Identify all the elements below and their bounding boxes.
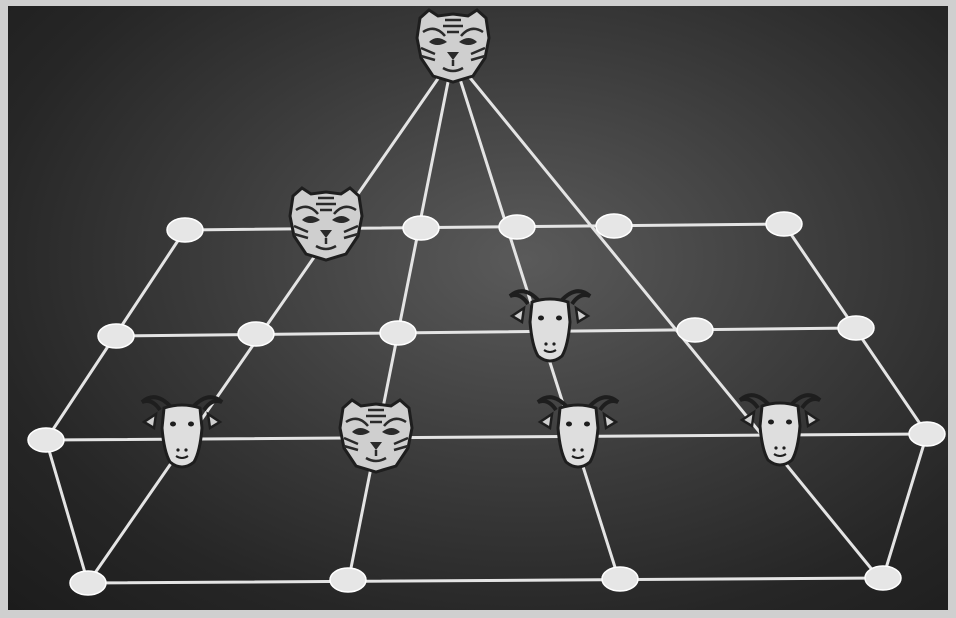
goat-piece[interactable] bbox=[740, 395, 820, 465]
tiger-piece[interactable] bbox=[417, 10, 489, 82]
tiger-piece[interactable] bbox=[340, 400, 412, 472]
goat-piece[interactable] bbox=[142, 397, 222, 467]
goat-piece[interactable] bbox=[510, 291, 590, 361]
goat-piece[interactable] bbox=[538, 397, 618, 467]
tiger-piece[interactable] bbox=[290, 188, 362, 260]
